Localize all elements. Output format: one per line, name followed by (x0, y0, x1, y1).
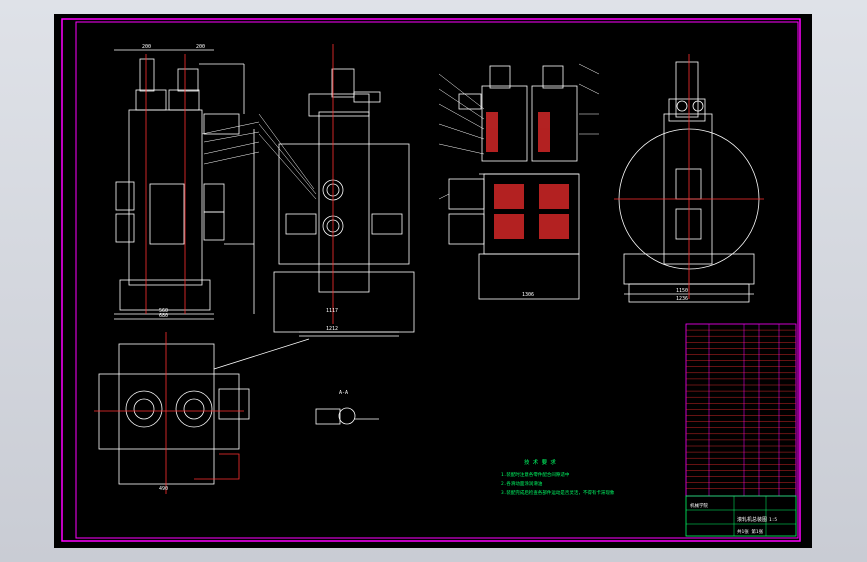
title-sheet: 共1张 第1张 (737, 528, 764, 535)
front-dim-bottom-1: 560 (159, 308, 168, 314)
section-view (448, 65, 580, 300)
cad-drawing: 200 200 560 680 (61, 18, 801, 542)
title-scale: 1:5 (769, 517, 777, 523)
title-company: 机械学院 (690, 502, 708, 509)
right-view-centerline (614, 54, 764, 299)
front-view-centerlines (145, 54, 186, 314)
front-view-leaders (201, 121, 260, 165)
plan-view (98, 338, 310, 485)
notes-item-2: 2.各滑动面涂润滑油 (501, 480, 543, 487)
notes-heading: 技 术 要 求 (524, 458, 556, 466)
section-view-leaders (438, 63, 600, 200)
section-dim-bottom: 1306 (522, 292, 534, 298)
parts-list (685, 323, 797, 497)
section-hatching (486, 112, 569, 239)
detail-view (315, 407, 379, 425)
plan-view-centerlines (94, 332, 244, 494)
side-dim-bottom-2: 1212 (326, 326, 338, 332)
detail-label: A-A (339, 390, 348, 396)
front-view (114, 49, 255, 320)
inner-frame (75, 21, 799, 539)
front-dim-top-left: 200 (142, 44, 151, 50)
front-dim-top-right: 200 (196, 44, 205, 50)
front-dim-bottom-2: 680 (159, 313, 168, 319)
notes-item-3: 3.装配完成后检查各部件运动是否灵活，不得有卡滞现象 (501, 489, 615, 496)
side-view (273, 68, 415, 337)
side-view-leaders (258, 113, 317, 200)
title-block: 机械学院 滚轧机总装图 1:5 共1张 第1张 (685, 495, 797, 537)
title-drawing: 滚轧机总装图 (737, 516, 767, 523)
right-dim-bottom-2: 1236 (676, 296, 688, 302)
side-dim-bottom-1: 1117 (326, 308, 338, 314)
drawing-canvas[interactable]: 200 200 560 680 (54, 14, 812, 548)
notes-item-1: 1.装配时注意各零件配合间隙适中 (501, 471, 570, 478)
outer-frame (61, 18, 801, 542)
right-dim-bottom-1: 1150 (676, 288, 688, 294)
plan-dim-bottom: 490 (159, 486, 168, 492)
